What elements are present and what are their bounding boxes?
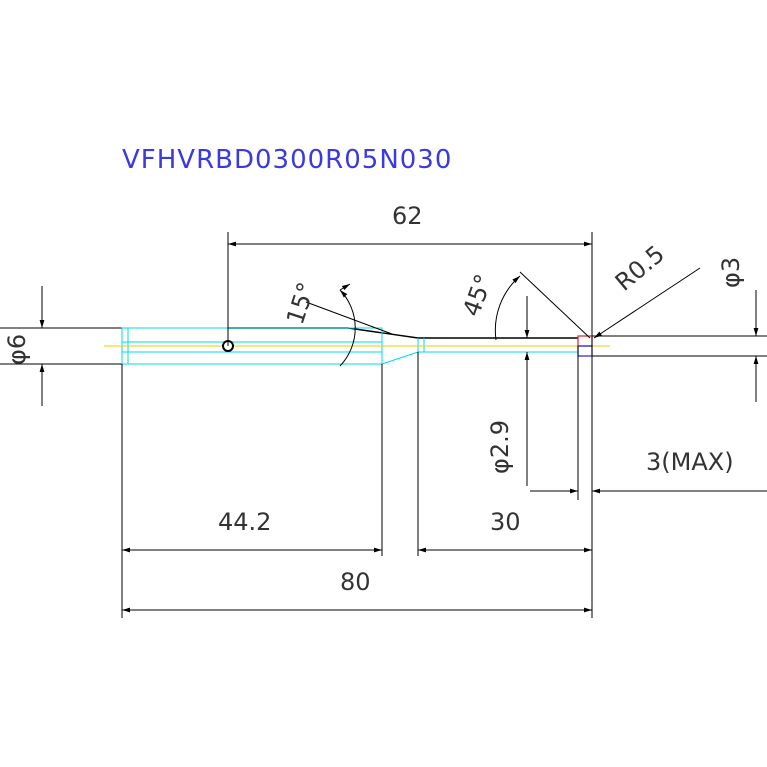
extension-lines	[121, 232, 593, 618]
svg-text:62: 62	[392, 202, 423, 230]
tip-end-marker	[577, 345, 593, 357]
svg-text:45°: 45°	[457, 270, 498, 320]
svg-text:φ6: φ6	[3, 334, 31, 365]
svg-text:44.2: 44.2	[218, 508, 271, 536]
part-number-title: VFHVRBD0300R05N030	[122, 145, 452, 175]
dim-tip-diameter: φ3	[717, 257, 759, 402]
dim-flute-max: 3(MAX)	[530, 448, 767, 494]
dim-shank-diameter: φ6	[3, 286, 45, 406]
svg-text:15°: 15°	[281, 279, 321, 328]
svg-text:3(MAX): 3(MAX)	[646, 448, 734, 476]
dim-angle-45: 45°	[457, 270, 591, 341]
dim-neck-diameter: φ2.9	[486, 296, 530, 486]
dim-top-length: 62	[228, 202, 592, 247]
dim-corner-radius: R0.5	[593, 240, 701, 339]
dim-overall-length: 80	[122, 568, 592, 613]
hidden-outline	[121, 327, 425, 365]
dim-shank-length: 44.2	[122, 508, 382, 553]
svg-text:φ2.9: φ2.9	[486, 420, 514, 474]
svg-text:R0.5: R0.5	[610, 240, 670, 297]
svg-text:80: 80	[340, 568, 371, 596]
svg-text:30: 30	[490, 508, 521, 536]
svg-text:φ3: φ3	[717, 257, 745, 288]
dim-neck-length: 30	[418, 508, 592, 553]
dim-angle-15: 15°	[281, 279, 393, 367]
